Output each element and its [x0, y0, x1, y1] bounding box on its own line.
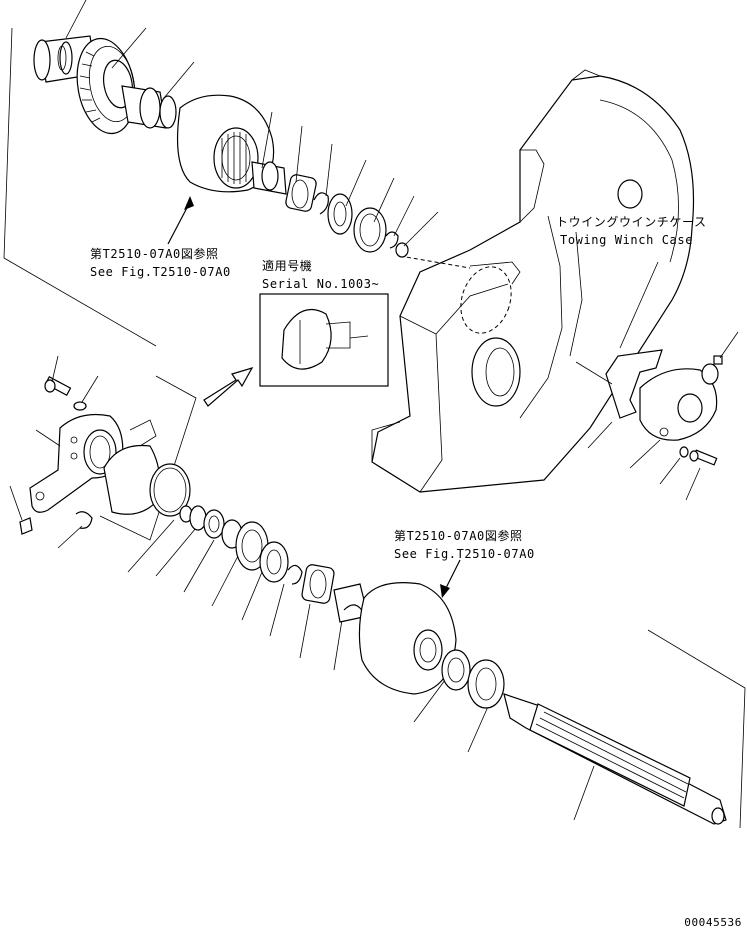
- serial-note-jp: 適用号機: [262, 258, 312, 273]
- upper-ref-arrow: [167, 196, 194, 245]
- right-leader-lines: [575, 261, 739, 501]
- lower-ref-arrow: [440, 559, 461, 598]
- upper-reference-en: See Fig.T2510-07A0: [90, 265, 231, 279]
- inset-arrow: [203, 367, 254, 407]
- lower-shaft-assembly: [179, 505, 727, 825]
- lower-reference-jp: 第T2510-07A0図参照: [394, 528, 523, 543]
- upper-reference-jp: 第T2510-07A0図参照: [90, 246, 219, 261]
- lower-reference-en: See Fig.T2510-07A0: [394, 547, 535, 561]
- case-label-en: Towing Winch Case: [560, 233, 693, 247]
- serial-note-en: Serial No.1003~: [262, 277, 379, 291]
- frame-lines: [3, 27, 746, 829]
- drawing-number: 00045536: [684, 916, 742, 929]
- upper-leader-lines: [65, 0, 439, 247]
- serial-inset-box: [259, 293, 389, 387]
- left-leader-lines: [9, 355, 595, 821]
- case-label-jp: トウイングウインチケース: [556, 215, 707, 229]
- left-bracket-assembly: [19, 375, 197, 541]
- right-cover-assembly: [605, 349, 723, 466]
- spline-teeth: [221, 132, 247, 184]
- bevel-gear-teeth: [79, 51, 101, 123]
- upper-shaft-assembly: [33, 35, 471, 269]
